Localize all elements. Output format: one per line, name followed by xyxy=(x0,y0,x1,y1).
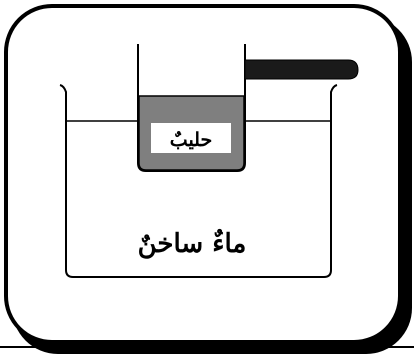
milk-beaker xyxy=(137,44,246,172)
milk-label-box xyxy=(151,123,231,153)
water-vessel xyxy=(59,84,338,278)
frame-border xyxy=(4,4,402,344)
hot-water-label: ماءٌ ساخنٌ xyxy=(138,228,247,259)
milk-label: حليبٌ xyxy=(170,129,212,151)
beaker-handle xyxy=(244,59,359,80)
